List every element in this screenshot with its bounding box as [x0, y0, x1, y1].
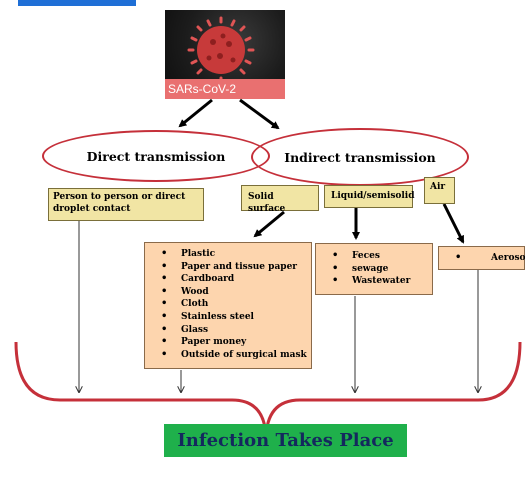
air-items-list: Aerosol — [439, 252, 525, 265]
list-item: Aerosol — [439, 252, 525, 265]
liquid-items-box: Feces sewage Wastewater — [315, 243, 433, 295]
solid-surface-label: Solid surface — [248, 192, 286, 214]
direct-contact-box: Person to person or direct droplet conta… — [48, 188, 204, 221]
arrow-solid-to-items — [253, 210, 285, 238]
indirect-transmission-label: Indirect transmission — [284, 149, 436, 165]
direct-transmission-label: Direct transmission — [86, 148, 226, 164]
air-box: Air — [424, 177, 455, 204]
list-item: Plastic — [145, 248, 311, 261]
list-item: Wastewater — [316, 275, 432, 288]
list-item: Wood — [145, 286, 311, 299]
arrow-air-to-items — [442, 203, 465, 244]
top-accent-bar — [18, 0, 136, 6]
list-item: Feces — [316, 250, 432, 263]
air-items-box: Aerosol — [438, 246, 525, 270]
virus-label: SARs-CoV-2 — [165, 79, 285, 99]
solid-surface-box: Solid surface — [241, 185, 319, 214]
list-item: Cloth — [145, 298, 311, 311]
direct-transmission-ellipse: Direct transmission — [42, 130, 270, 182]
list-item: Paper money — [145, 336, 311, 349]
direct-contact-text: Person to person or direct droplet conta… — [53, 192, 186, 214]
coronavirus-icon — [187, 16, 255, 84]
air-label: Air — [430, 182, 446, 192]
arrow-to-direct — [178, 98, 213, 128]
liquid-semisolid-label: Liquid/semisolid — [331, 191, 415, 201]
list-item: Cardboard — [145, 273, 311, 286]
list-item: sewage — [316, 263, 432, 276]
list-item: Glass — [145, 324, 311, 337]
arrow-to-indirect — [239, 98, 280, 130]
liquid-items-list: Feces sewage Wastewater — [316, 250, 432, 288]
liquid-semisolid-box: Liquid/semisolid — [324, 185, 415, 208]
list-item: Outside of surgical mask — [145, 349, 311, 362]
solid-items-box: Plastic Paper and tissue paper Cardboard… — [144, 242, 312, 369]
list-item: Stainless steel — [145, 311, 311, 324]
list-item: Paper and tissue paper — [145, 261, 311, 274]
infection-outcome-box: Infection Takes Place — [164, 424, 407, 457]
solid-items-list: Plastic Paper and tissue paper Cardboard… — [145, 248, 311, 361]
